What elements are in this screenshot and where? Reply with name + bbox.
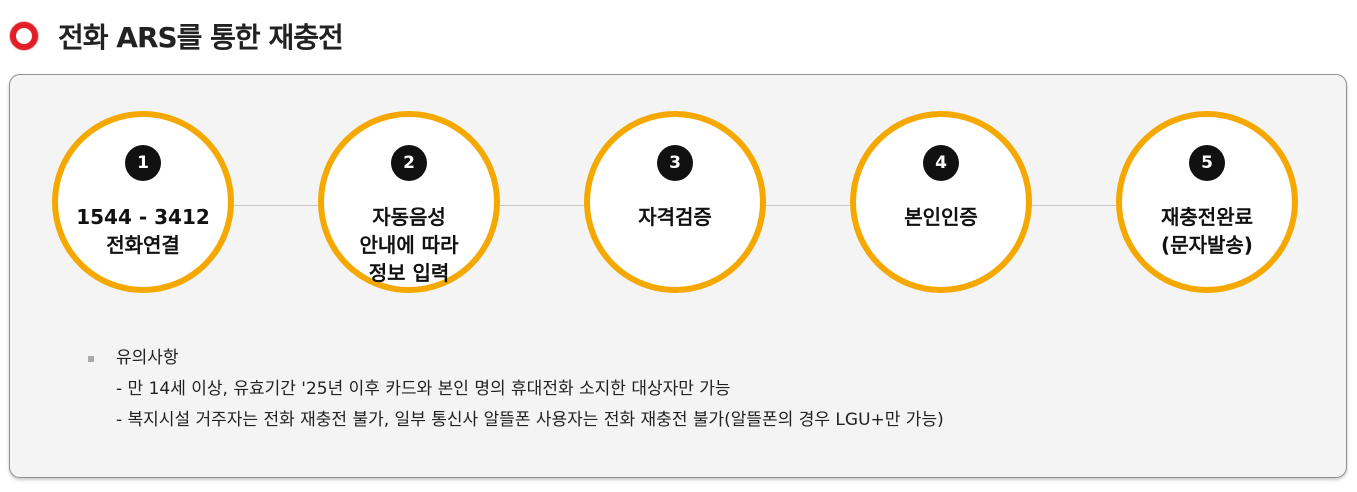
step-label: 재충전완료 (문자발송) bbox=[1161, 205, 1253, 257]
step-label: 1544 - 3412 전화연결 bbox=[76, 205, 210, 257]
note-line: - 만 14세 이상, 유효기간 '25년 이후 카드와 본인 명의 휴대전화 … bbox=[116, 379, 731, 399]
notes-section: 유의사항 - 만 14세 이상, 유효기간 '25년 이후 카드와 본인 명의 … bbox=[88, 343, 944, 436]
step-number-badge: 2 bbox=[391, 145, 427, 181]
step-label: 자동음성 안내에 따라 정보 입력 bbox=[359, 205, 459, 285]
step-number-badge: 3 bbox=[657, 145, 693, 181]
square-bullet-icon bbox=[88, 355, 94, 362]
step-label: 자격검증 bbox=[638, 205, 712, 229]
step-5-circle: 5 재충전완료 (문자발송) bbox=[1116, 111, 1298, 293]
step-number-badge: 4 bbox=[923, 145, 959, 181]
page-title: 전화 ARS를 통한 재충전 bbox=[58, 21, 344, 54]
step-4-circle: 4 본인인증 bbox=[850, 111, 1032, 293]
step-2-circle: 2 자동음성 안내에 따라 정보 입력 bbox=[318, 111, 500, 293]
ars-steps-panel: 1 1544 - 3412 전화연결 2 자동음성 안내에 따라 정보 입력 3… bbox=[9, 74, 1347, 478]
notes-heading: 유의사항 bbox=[88, 343, 944, 374]
step-3-circle: 3 자격검증 bbox=[584, 111, 766, 293]
step-label: 본인인증 bbox=[904, 205, 978, 229]
step-number-badge: 1 bbox=[125, 145, 161, 181]
ring-bullet-icon bbox=[10, 22, 38, 50]
step-1-circle: 1 1544 - 3412 전화연결 bbox=[52, 111, 234, 293]
note-line: - 복지시설 거주자는 전화 재충전 불가, 일부 통신사 알뜰폰 사용자는 전… bbox=[116, 410, 944, 430]
step-number-badge: 5 bbox=[1189, 145, 1225, 181]
notes-heading-text: 유의사항 bbox=[116, 348, 179, 368]
page-header: 전화 ARS를 통한 재충전 bbox=[10, 16, 344, 56]
